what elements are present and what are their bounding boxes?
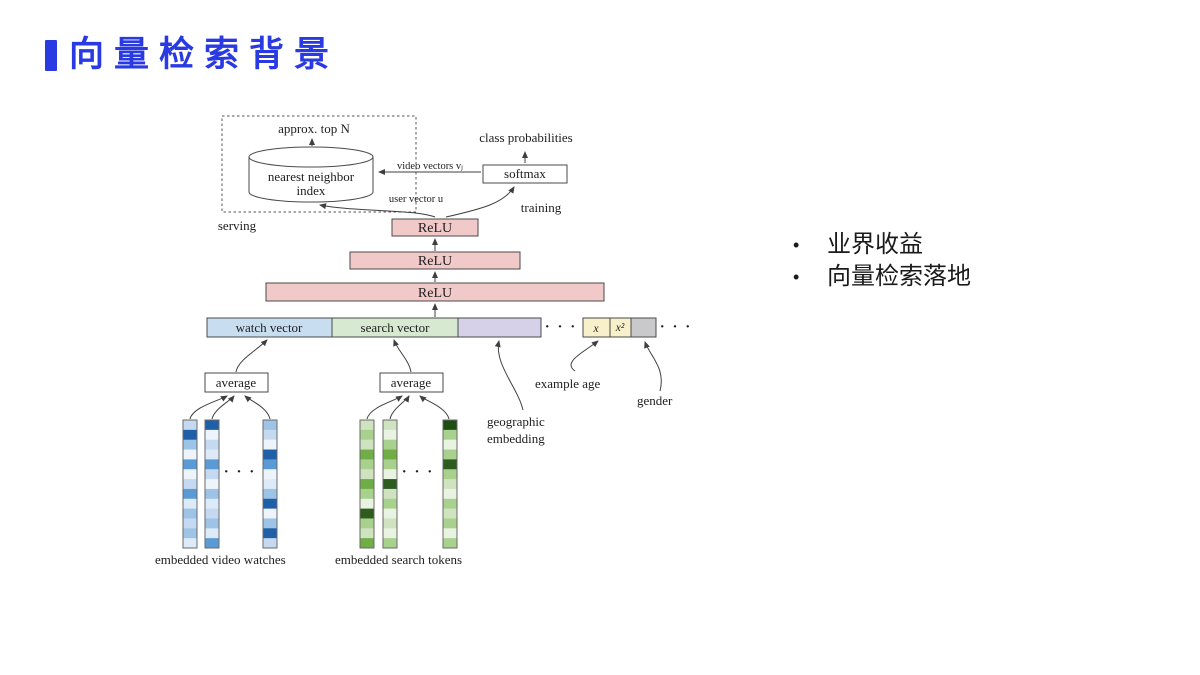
geographic-label-line2: embedding [487,431,545,446]
training-region: class probabilities softmax video vector… [319,130,573,218]
gender-label: gender [637,393,673,408]
serving-region: approx. top N nearest neighbor index ser… [218,115,417,233]
watch-vector-label: watch vector [236,320,303,335]
relu-tower: ReLU ReLU ReLU [265,218,605,317]
search-columns-ellipsis: · · · [402,464,435,480]
page-title: 向量检索背景 [69,35,340,74]
example-age-arrow [570,340,599,372]
softmax-box [482,164,568,184]
video-embedding-column [262,419,278,549]
training-arrow [445,186,515,218]
average-pooling: average average [189,339,450,420]
bullet-item-industry-gains: • 业界收益 [793,231,971,259]
feature-vector-row: watch vector search vector · · · x x² · … [206,317,693,338]
geographic-embedding-box [457,317,542,338]
average-box-watch [204,372,269,393]
gender-box [630,317,657,338]
relu-layer-2-box [349,251,521,270]
geographic-label-line1: geographic [487,414,545,429]
serving-label: serving [218,218,257,233]
video-embedding-column [182,419,198,549]
bullet-item-vector-retrieval: • 向量检索落地 [793,263,971,291]
watch-col2-wire [211,395,235,420]
nn-index-label-line1: nearest neighbor [268,169,355,184]
bullet-text-industry-gains: 业界收益 [827,231,923,258]
relu-layer-3-box [391,218,479,237]
bullet-marker: • [793,235,800,255]
user-vector-arrow [319,203,436,218]
serving-dashed-box [221,115,417,213]
search-embedding-column [382,419,398,549]
user-vector-label: user vector u [389,194,444,205]
relu-layer-3-label: ReLU [418,221,452,236]
class-probabilities-label: class probabilities [479,130,573,145]
feature-ellipsis-right: · · · [660,319,693,335]
gender-arrow [644,341,662,392]
search-embedding-column [359,419,375,549]
watch-col1-wire [189,395,228,420]
search-col3-wire [419,395,450,420]
geographic-arrow [494,340,524,411]
title-accent-bar [45,39,57,71]
relu-layer-2-label: ReLU [418,254,452,269]
slide-header: 向量检索背景 [45,35,340,74]
nearest-neighbor-index-cylinder: nearest neighbor index [248,146,374,203]
bullet-marker: • [793,267,800,287]
video-embedding-column [204,419,220,549]
embedded-video-watches-label: embedded video watches [155,552,286,567]
embedded-search-tokens-label: embedded search tokens [335,552,462,567]
search-col2-wire [389,395,410,420]
embedding-columns [182,419,458,549]
video-vectors-label: video vectors vⱼ [397,161,463,172]
nn-index-label-line2: index [297,183,326,198]
search-vector-label: search vector [361,320,431,335]
youtube-dnn-architecture-diagram: approx. top N nearest neighbor index ser… [155,115,693,567]
average-box-search [379,372,444,393]
bullet-text-vector-retrieval: 向量检索落地 [827,263,971,290]
feature-callouts: geographic embedding example age gender [487,340,673,446]
video-columns-ellipsis: · · · [224,464,257,480]
softmax-label: softmax [504,166,546,181]
feature-x-label: x [592,323,599,335]
bullet-list: • 业界收益 • 向量检索落地 [793,231,971,295]
average-label-watch: average [216,375,257,390]
average-label-search: average [391,375,432,390]
avg1-to-watch-arrow [235,339,268,373]
training-label: training [521,200,562,215]
avg2-to-search-arrow [393,339,412,373]
example-age-label: example age [535,376,601,391]
relu-layer-1-label: ReLU [418,286,452,301]
watch-col3-wire [244,395,271,420]
search-embedding-column [442,419,458,549]
relu-layer-1-box [265,282,605,302]
approx-top-n-label: approx. top N [278,121,350,136]
search-col1-wire [366,395,403,420]
feature-ellipsis-left: · · · [545,319,578,335]
feature-x2-label: x² [615,322,625,334]
